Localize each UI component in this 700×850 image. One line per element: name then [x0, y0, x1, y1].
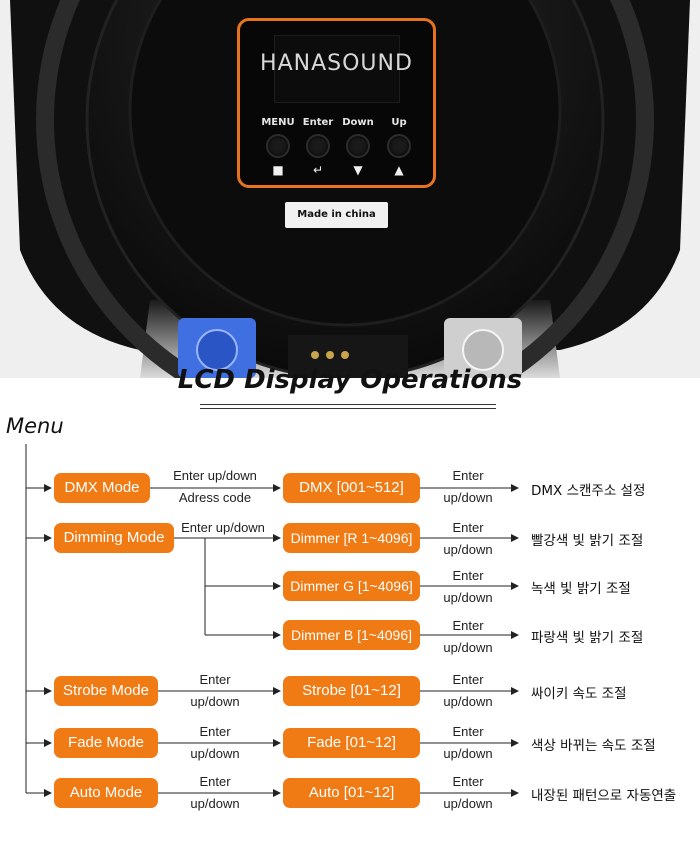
dimmer-b-setting-button[interactable]: Dimmer B [1~4096]	[283, 620, 420, 650]
button-label-menu: MENU	[261, 117, 295, 128]
title-underline-bottom	[200, 408, 496, 409]
menu-button[interactable]	[266, 134, 290, 158]
dimming-action-top: Enter up/down	[181, 520, 265, 535]
dimmer-r-enter-label: Enter	[452, 520, 484, 535]
dmx-description: DMX 스캔주소 설정	[531, 483, 646, 499]
auto-mode-button[interactable]: Auto Mode	[54, 778, 158, 808]
enter-button[interactable]	[306, 134, 330, 158]
strobe-mode-button[interactable]: Strobe Mode	[54, 676, 158, 706]
page-title: LCD Display Operations	[177, 365, 523, 395]
dimmer-g-updown-label: up/down	[443, 590, 493, 605]
fade-mode-button[interactable]: Fade Mode	[54, 728, 158, 758]
strobe-description: 싸이키 속도 조절	[531, 686, 627, 702]
fade-enter-label: Enter	[452, 724, 484, 739]
strobe-action-top: Enter	[199, 672, 231, 687]
fade-description: 색상 바뀌는 속도 조절	[531, 738, 656, 754]
strobe-enter-label: Enter	[452, 672, 484, 687]
strobe-action-bottom: up/down	[190, 694, 240, 709]
button-label-up: Up	[391, 117, 407, 128]
dimmer-b-description: 파랑색 빛 밝기 조절	[531, 630, 644, 646]
brand-logo: HANASOUND	[260, 51, 413, 76]
dimmer-r-updown-label: up/down	[443, 542, 493, 557]
up-button[interactable]	[387, 134, 411, 158]
dimmer-g-description: 녹색 빛 밝기 조절	[531, 581, 631, 597]
fade-updown-label: up/down	[443, 746, 493, 761]
fade-action-bottom: up/down	[190, 746, 240, 761]
menu-label: Menu	[6, 414, 64, 438]
arrow-down-icon: ▼	[353, 163, 363, 177]
button-label-enter: Enter	[302, 117, 334, 128]
dmx-action-top: Enter up/down	[173, 468, 257, 483]
dimmer-r-description: 빨강색 빛 밝기 조절	[531, 533, 644, 549]
dmx-updown-label: up/down	[443, 490, 493, 505]
dmx-action-bottom: Adress code	[178, 490, 252, 505]
auto-action-top: Enter	[199, 774, 231, 789]
dimmer-b-enter-label: Enter	[452, 618, 484, 633]
strobe-setting-button[interactable]: Strobe [01~12]	[283, 676, 420, 706]
control-panel: HANASOUND MENU Enter Down Up ■ ↵ ▼ ▲	[237, 18, 436, 188]
auto-description: 내장된 패턴으로 자동연출	[531, 788, 677, 804]
fade-setting-button[interactable]: Fade [01~12]	[283, 728, 420, 758]
dimmer-r-setting-button[interactable]: Dimmer [R 1~4096]	[283, 523, 420, 553]
auto-enter-label: Enter	[452, 774, 484, 789]
dimmer-b-updown-label: up/down	[443, 640, 493, 655]
dmx-enter-label: Enter	[452, 468, 484, 483]
dmx-mode-button[interactable]: DMX Mode	[54, 473, 150, 503]
down-button[interactable]	[346, 134, 370, 158]
enter-return-icon: ↵	[312, 163, 324, 177]
strobe-updown-label: up/down	[443, 694, 493, 709]
arrow-up-icon: ▲	[394, 163, 404, 177]
lcd-screen	[274, 35, 400, 103]
dimmer-g-setting-button[interactable]: Dimmer G [1~4096]	[283, 571, 420, 601]
dmx-setting-button[interactable]: DMX [001~512]	[283, 473, 420, 503]
title-underline-top	[200, 404, 496, 405]
product-photo: HANASOUND MENU Enter Down Up ■ ↵ ▼ ▲ Mad…	[0, 0, 700, 378]
auto-setting-button[interactable]: Auto [01~12]	[283, 778, 420, 808]
stop-square-icon: ■	[272, 163, 284, 177]
made-in-sticker: Made in china	[285, 202, 388, 228]
dimmer-g-enter-label: Enter	[452, 568, 484, 583]
auto-action-bottom: up/down	[190, 796, 240, 811]
button-label-down: Down	[342, 117, 374, 128]
fade-action-top: Enter	[199, 724, 231, 739]
auto-updown-label: up/down	[443, 796, 493, 811]
dimming-mode-button[interactable]: Dimming Mode	[54, 523, 174, 553]
